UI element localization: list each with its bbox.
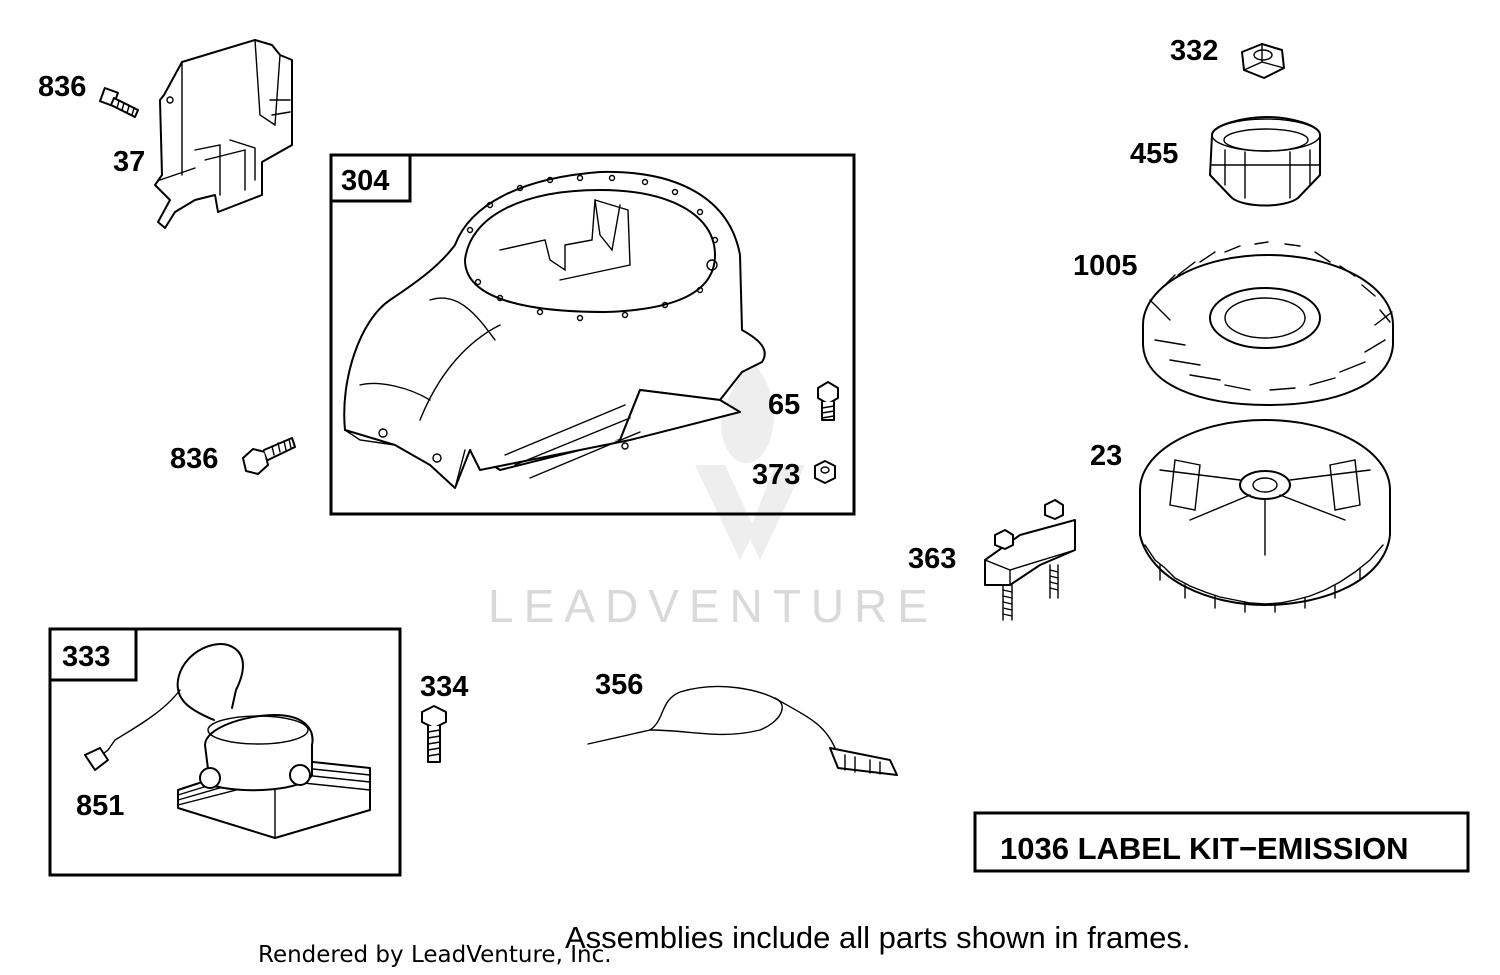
frame-333 (48, 627, 402, 877)
label-kit-box (973, 811, 1470, 873)
callout-23: 23 (1090, 440, 1122, 472)
callout-333: 333 (62, 641, 110, 673)
part-332-nut[interactable] (1241, 43, 1285, 79)
part-836-mid-bolt[interactable] (242, 437, 296, 475)
callout-37: 37 (113, 146, 145, 178)
part-333-armature[interactable] (84, 643, 371, 839)
frame-304 (329, 153, 856, 516)
rendered-by-credit: Rendered by LeadVenture, Inc. (258, 942, 612, 968)
part-363-bracket[interactable] (984, 499, 1076, 621)
callout-363: 363 (908, 543, 956, 575)
part-1005-fan[interactable] (1142, 241, 1394, 406)
assemblies-footnote: Assemblies include all parts shown in fr… (565, 920, 1190, 955)
part-23-flywheel[interactable] (1139, 419, 1391, 613)
part-65-bolt[interactable] (817, 381, 839, 421)
part-373-nut[interactable] (814, 460, 836, 484)
fan-blades (1149, 241, 1393, 391)
label-kit-text: 1036 LABEL KIT−EMISSION (1000, 831, 1409, 866)
callout-836-top: 836 (38, 71, 86, 103)
callout-455: 455 (1130, 138, 1178, 170)
callout-1005: 1005 (1073, 250, 1138, 282)
part-836-top-screw[interactable] (99, 87, 139, 118)
callout-836-mid: 836 (170, 443, 218, 475)
callout-332: 332 (1170, 35, 1218, 67)
part-37-bracket[interactable] (154, 39, 293, 229)
part-356-ground-wire[interactable] (587, 685, 898, 776)
callout-304: 304 (341, 165, 389, 197)
leadventure-watermark: LEADVENTURE (488, 355, 938, 632)
callout-851: 851 (76, 790, 124, 822)
part-334-screw[interactable] (421, 705, 447, 763)
housing-bolt-holes (378, 174, 719, 463)
callout-65: 65 (768, 389, 800, 421)
callout-334: 334 (420, 671, 468, 703)
watermark-text: LEADVENTURE (488, 580, 938, 632)
callout-373: 373 (752, 459, 800, 491)
frame-333-label-box (48, 627, 138, 682)
part-455-starter-cup[interactable] (1209, 116, 1321, 207)
callout-356: 356 (595, 669, 643, 701)
part-304-blower-housing[interactable] (343, 170, 766, 489)
frame-304-label-box (329, 153, 412, 203)
